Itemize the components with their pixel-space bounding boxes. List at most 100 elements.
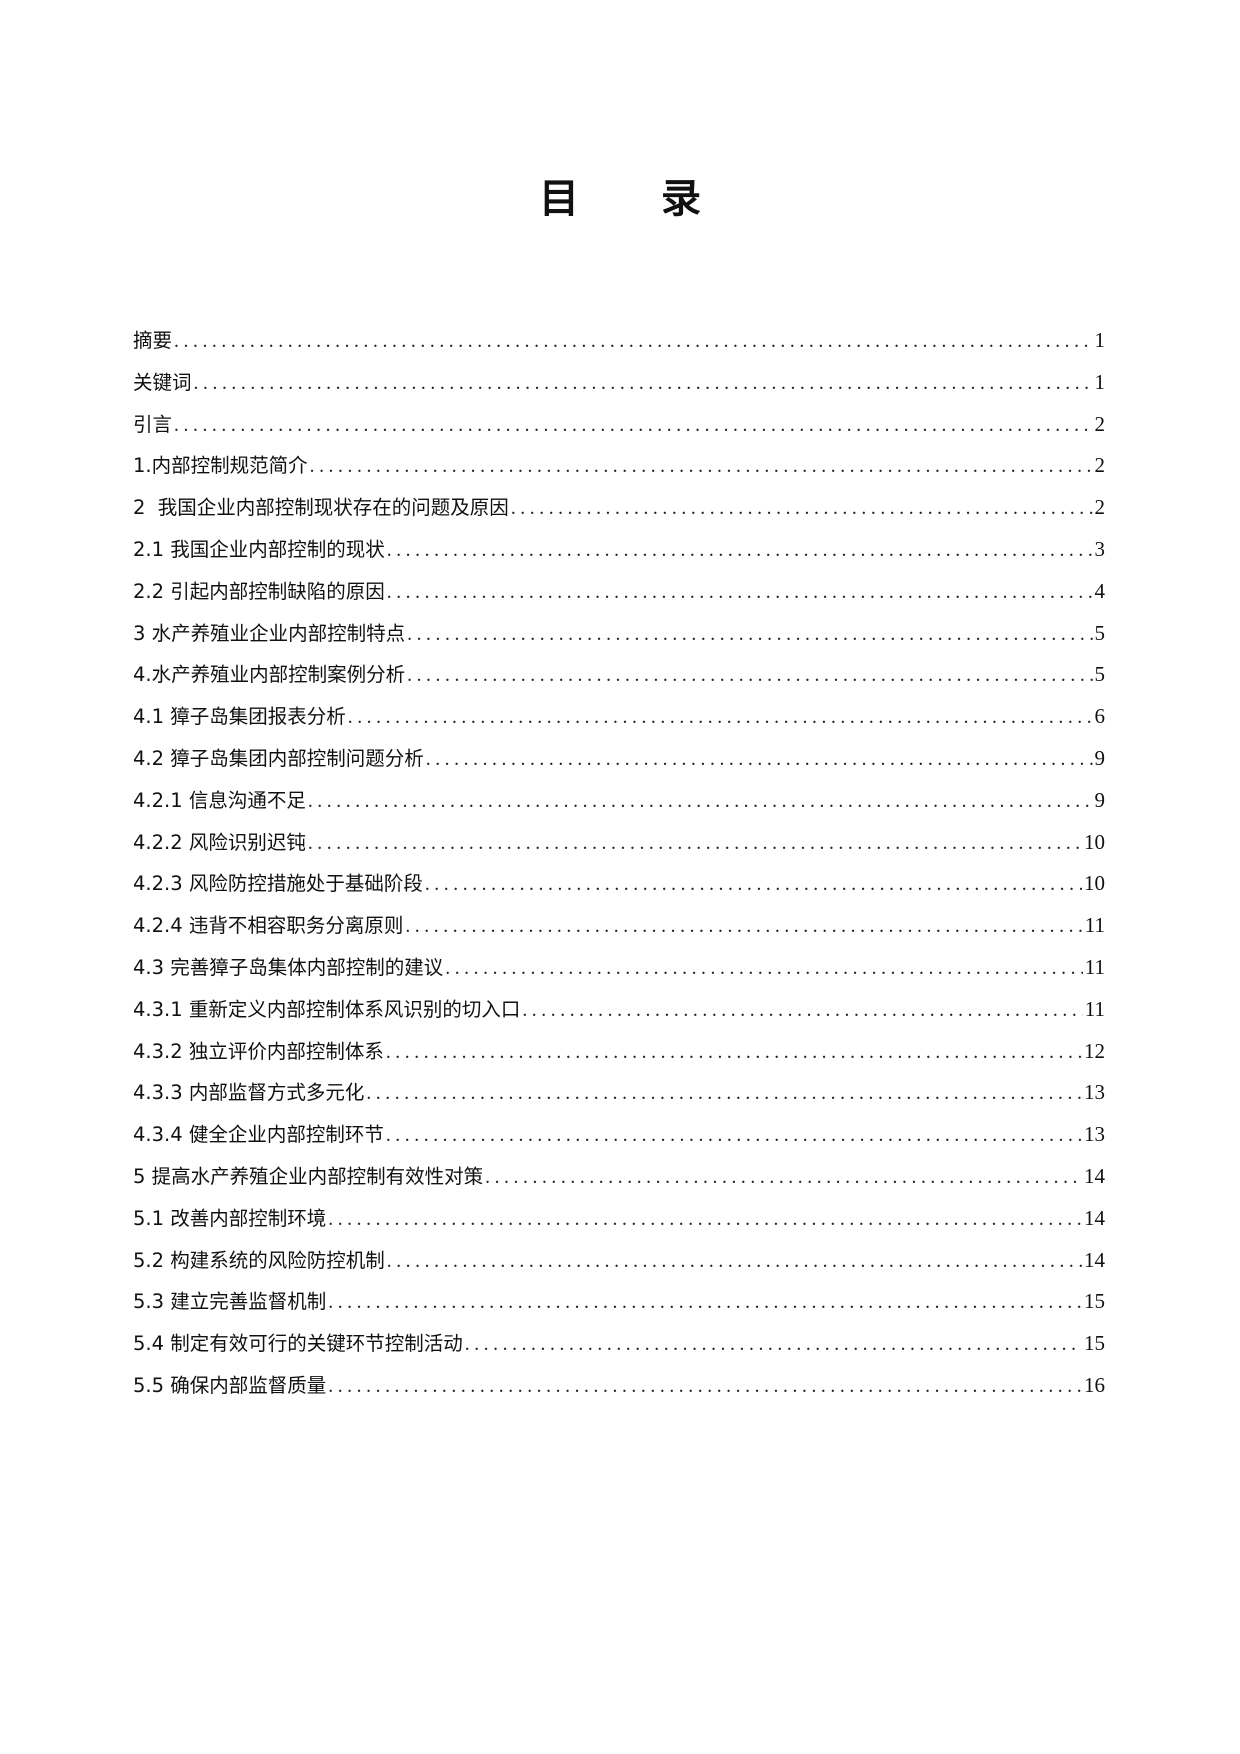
- toc-entry-page: 9: [1094, 745, 1106, 770]
- toc-entry-page: 2: [1094, 411, 1106, 436]
- toc-entry-5-5[interactable]: 5.5 确保内部监督质量16: [133, 1365, 1105, 1407]
- toc-entry-3[interactable]: 3 水产养殖业企业内部控制特点 5: [133, 613, 1105, 655]
- toc-entry-4-2-1[interactable]: 4.2.1 信息沟通不足 9: [133, 780, 1105, 822]
- toc-entry-label: 4.2.2 风险识别迟钝: [133, 830, 306, 854]
- toc-entry-4-3-3[interactable]: 4.3.3 内部监督方式多元化13: [133, 1072, 1105, 1114]
- toc-entry-page: 2: [1094, 453, 1106, 478]
- toc-entry-5-2[interactable]: 5.2 构建系统的风险防控机制 14: [133, 1240, 1105, 1282]
- dot-leader: [328, 1199, 1082, 1241]
- toc-entry-label: 5 提高水产养殖企业内部控制有效性对策: [133, 1164, 484, 1188]
- toc-entry-label: 5.3 建立完善监督机制: [133, 1290, 327, 1314]
- toc-entry-page: 3: [1094, 536, 1106, 561]
- toc-entry-4-3-2[interactable]: 4.3.2 独立评价内部控制体系 12: [133, 1031, 1105, 1073]
- dot-leader: [308, 781, 1093, 823]
- toc-entry-2-2[interactable]: 2.2 引起内部控制缺陷的原因 4: [133, 571, 1105, 613]
- dot-leader: [522, 990, 1082, 1032]
- dot-leader: [387, 530, 1093, 572]
- toc-entry-2-1[interactable]: 2.1 我国企业内部控制的现状 3: [133, 529, 1105, 571]
- toc-entry-4-2-3[interactable]: 4.2.3 风险防控措施处于基础阶段 10: [133, 863, 1105, 905]
- dot-leader: [426, 739, 1093, 781]
- toc-entry-label: 摘要: [133, 329, 173, 352]
- dot-leader: [485, 1157, 1082, 1199]
- toc-entry-introduction[interactable]: 引言 2: [133, 404, 1105, 446]
- toc-entry-page: 10: [1084, 829, 1105, 854]
- toc-entry-page: 14: [1084, 1247, 1105, 1272]
- toc-entry-page: 14: [1084, 1205, 1105, 1230]
- toc-entry-5-3[interactable]: 5.3 建立完善监督机制 15: [133, 1281, 1105, 1323]
- toc-entry-label: 4.2.4 违背不相容职务分离原则: [133, 914, 404, 938]
- toc-entry-page: 5: [1094, 620, 1106, 645]
- toc-entry-page: 12: [1084, 1038, 1105, 1063]
- toc-entry-label: 4.2.3 风险防控措施处于基础阶段: [133, 872, 423, 896]
- dot-leader: [465, 1324, 1082, 1366]
- dot-leader: [348, 697, 1093, 739]
- toc-entry-abstract[interactable]: 摘要1: [133, 320, 1105, 362]
- dot-leader: [425, 864, 1082, 906]
- dot-leader: [386, 1115, 1082, 1157]
- toc-entry-5[interactable]: 5 提高水产养殖企业内部控制有效性对策14: [133, 1156, 1105, 1198]
- toc-entry-label: 5.1 改善内部控制环境: [133, 1206, 327, 1230]
- toc-entry-page: 5: [1094, 662, 1106, 687]
- toc-entry-label: 4.3.1 重新定义内部控制体系风识别的切入口: [133, 997, 521, 1021]
- toc-entry-5-4[interactable]: 5.4 制定有效可行的关键环节控制活动 15: [133, 1323, 1105, 1365]
- toc-entry-label: 4.3.4 健全企业内部控制环节: [133, 1123, 384, 1147]
- dot-leader: [407, 655, 1092, 697]
- toc-entry-keywords[interactable]: 关键词1: [133, 362, 1105, 404]
- toc-entry-page: 11: [1084, 913, 1105, 938]
- toc-entry-page: 4: [1094, 578, 1106, 603]
- dot-leader: [174, 405, 1092, 447]
- title-char-2: 录: [661, 175, 701, 222]
- toc-entry-label: 4.2 獐子岛集团内部控制问题分析: [133, 746, 424, 770]
- toc-entry-page: 11: [1084, 996, 1105, 1021]
- toc-entry-page: 9: [1094, 787, 1106, 812]
- table-of-contents: 摘要1 关键词1 引言2 1.内部控制规范简介2 2 我国企业内部控制现状存在的…: [133, 320, 1105, 1407]
- toc-entry-4-2-2[interactable]: 4.2.2 风险识别迟钝 10: [133, 822, 1105, 864]
- toc-entry-4-2-4[interactable]: 4.2.4 违背不相容职务分离原则 11: [133, 905, 1105, 947]
- dot-leader: [328, 1282, 1082, 1324]
- toc-entry-label: 4.3.3 内部监督方式多元化: [133, 1081, 365, 1105]
- dot-leader: [511, 488, 1093, 530]
- toc-entry-label: 3 水产养殖业企业内部控制特点: [133, 621, 406, 645]
- dot-leader: [174, 321, 1092, 363]
- toc-entry-4-3-1[interactable]: 4.3.1 重新定义内部控制体系风识别的切入口 11: [133, 989, 1105, 1031]
- toc-entry-page: 13: [1084, 1122, 1105, 1147]
- toc-entry-label: 4.1 獐子岛集团报表分析: [133, 705, 346, 729]
- toc-entry-label: 1.内部控制规范简介: [133, 454, 308, 478]
- dot-leader: [387, 572, 1093, 614]
- dot-leader: [310, 446, 1093, 488]
- toc-entry-label: 2.1 我国企业内部控制的现状: [133, 537, 385, 561]
- toc-entry-4[interactable]: 4.水产养殖业内部控制案例分析5: [133, 654, 1105, 696]
- toc-entry-label: 5.4 制定有效可行的关键环节控制活动: [133, 1332, 463, 1356]
- dot-leader: [405, 906, 1082, 948]
- toc-entry-label: 4.3.2 独立评价内部控制体系: [133, 1039, 384, 1063]
- toc-entry-label: 4.2.1 信息沟通不足: [133, 788, 306, 812]
- toc-entry-2[interactable]: 2 我国企业内部控制现状存在的问题及原因2: [133, 487, 1105, 529]
- toc-entry-page: 15: [1084, 1289, 1105, 1314]
- toc-entry-4-2[interactable]: 4.2 獐子岛集团内部控制问题分析 9: [133, 738, 1105, 780]
- toc-entry-page: 15: [1084, 1331, 1105, 1356]
- dot-leader: [308, 823, 1082, 865]
- toc-entry-label: 4.3 完善獐子岛集体内部控制的建议: [133, 955, 444, 979]
- page-title: 目录: [0, 166, 1240, 224]
- dot-leader: [387, 1241, 1082, 1283]
- toc-entry-label: 2 我国企业内部控制现状存在的问题及原因: [133, 496, 509, 520]
- toc-entry-label: 5.2 构建系统的风险防控机制: [133, 1248, 385, 1272]
- dot-leader: [445, 948, 1083, 990]
- toc-entry-label: 2.2 引起内部控制缺陷的原因: [133, 579, 385, 603]
- toc-entry-page: 10: [1084, 871, 1105, 896]
- dot-leader: [386, 1032, 1082, 1074]
- toc-entry-4-1[interactable]: 4.1 獐子岛集团报表分析 6: [133, 696, 1105, 738]
- toc-entry-4-3-4[interactable]: 4.3.4 健全企业内部控制环节 13: [133, 1114, 1105, 1156]
- toc-entry-4-3[interactable]: 4.3 完善獐子岛集体内部控制的建议11: [133, 947, 1105, 989]
- toc-entry-page: 6: [1094, 704, 1106, 729]
- title-char-1: 目: [539, 175, 579, 222]
- dot-leader: [407, 614, 1092, 656]
- dot-leader: [328, 1366, 1082, 1408]
- dot-leader: [194, 363, 1093, 405]
- toc-entry-5-1[interactable]: 5.1 改善内部控制环境 14: [133, 1198, 1105, 1240]
- toc-entry-label: 5.5 确保内部监督质量: [133, 1373, 327, 1397]
- dot-leader: [366, 1073, 1082, 1115]
- toc-entry-label: 引言: [133, 412, 173, 436]
- toc-entry-page: 1: [1094, 369, 1106, 394]
- toc-entry-1[interactable]: 1.内部控制规范简介 2: [133, 445, 1105, 487]
